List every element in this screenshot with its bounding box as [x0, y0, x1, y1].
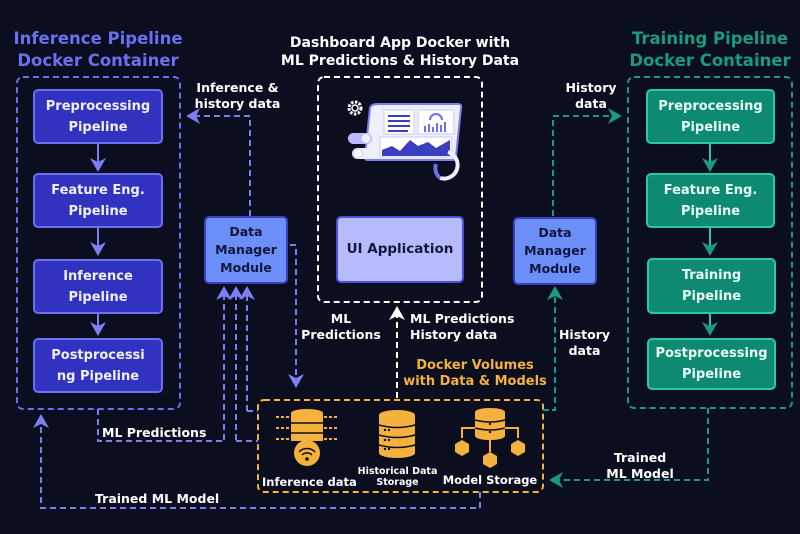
step-label: Pipeline	[681, 367, 742, 382]
inference-step-postprocessing[interactable]: Postprocessi ng Pipeline	[33, 338, 163, 393]
label-line: History data	[410, 327, 498, 342]
step-label: Pipeline	[680, 203, 741, 219]
step-label: Training	[681, 268, 742, 283]
inference-title-line2: Docker Container	[17, 51, 179, 70]
volume-label: Inference data	[262, 475, 357, 489]
volumes-title: Docker Volumes with Data & Models	[400, 358, 550, 390]
inference-step-feature-eng[interactable]: Feature Eng. Pipeline	[33, 173, 163, 228]
label-line: Trained ML Model	[95, 491, 220, 506]
ui-application-label: UI Application	[346, 241, 454, 257]
flow-trained-model-left	[33, 414, 481, 509]
database-network-icon	[455, 408, 525, 468]
label-line: data	[575, 96, 607, 111]
dashboard-title-line1: Dashboard App Docker with	[289, 35, 511, 51]
gear-icon	[347, 100, 363, 116]
label-line: Inference &	[196, 80, 279, 95]
step-label: Pipeline	[68, 203, 128, 219]
label-line: ML Predictions	[410, 311, 515, 326]
ui-application[interactable]: UI Application	[336, 216, 464, 283]
label-line: history data	[194, 96, 281, 111]
step-label: Postprocessing	[655, 346, 768, 361]
step-label: Preprocessing	[658, 98, 763, 114]
label-line: History	[565, 80, 617, 95]
dashboard-container-title: Dashboard App Docker with ML Predictions…	[270, 34, 530, 70]
step-label: ng Pipeline	[56, 368, 140, 384]
training-title-line2: Docker Container	[629, 51, 791, 70]
dm-label: Data	[538, 225, 572, 240]
label-ml-predictions-b: ML Predictions	[102, 425, 217, 441]
label-line: History	[558, 327, 611, 342]
label-line: data	[568, 343, 601, 358]
label-history-data-top: History data	[556, 80, 626, 112]
step-label: Inference	[63, 268, 133, 284]
flow-history-top	[552, 108, 622, 216]
volume-label: Storage	[376, 477, 419, 488]
volumes-container-border	[257, 399, 544, 493]
volume-historical-data[interactable]: Historical Data Storage	[355, 408, 440, 488]
flow-inference-history	[186, 108, 251, 216]
label-trained-model-left: Trained ML Model	[95, 491, 230, 507]
dm-label: Manager	[524, 243, 586, 258]
dashboard-title-line2: ML Predictions & History Data	[280, 53, 520, 69]
flow-trained-model-right	[549, 408, 709, 488]
volume-inference-data[interactable]: Inference data	[262, 408, 357, 489]
step-label: Pipeline	[68, 289, 128, 305]
step-label: Postprocessi	[51, 347, 145, 363]
step-label: Feature Eng.	[663, 182, 758, 198]
volumes-title-line2: with Data & Models	[403, 374, 547, 389]
volume-model-storage[interactable]: Model Storage	[440, 406, 540, 488]
step-label: Feature Eng.	[51, 182, 145, 198]
dashboard-tablet-icon	[347, 100, 463, 181]
flow-history-mid	[547, 286, 563, 411]
label-trained-model-right: Trained ML Model	[600, 450, 680, 482]
label-ml-predictions-a: ML Predictions	[300, 311, 382, 343]
step-label: Pipeline	[681, 289, 742, 304]
label-inference-history: Inference & history data	[190, 80, 285, 112]
step-label: Preprocessing	[45, 98, 151, 114]
training-step-feature-eng[interactable]: Feature Eng. Pipeline	[646, 173, 775, 228]
label-line: Trained	[613, 450, 667, 465]
dashboard-container-border	[317, 76, 483, 303]
step-label: Pipeline	[68, 119, 128, 135]
inference-title-line1: Inference Pipeline	[13, 29, 183, 48]
training-container-title: Training Pipeline Docker Container	[620, 28, 800, 72]
dm-label: Module	[220, 260, 272, 275]
training-title-line1: Training Pipeline	[631, 29, 789, 48]
volume-label: Model Storage	[442, 473, 538, 487]
label-ml-predictions-history: ML Predictions History data	[410, 311, 522, 343]
database-icon	[378, 410, 416, 458]
database-wifi-icon	[276, 409, 338, 466]
label-line: ML	[330, 311, 352, 326]
inference-container-title: Inference Pipeline Docker Container	[8, 28, 188, 72]
dm-label: Module	[529, 261, 581, 276]
flow-ml-predictions-bottom	[97, 409, 224, 442]
flow-ml-predictions-down	[288, 244, 304, 388]
label-line: Predictions	[301, 327, 381, 342]
label-history-data-mid: History data	[552, 327, 617, 359]
dm-label: Data	[229, 224, 263, 239]
training-container-border	[627, 76, 793, 409]
volume-label: Historical Data	[357, 466, 438, 477]
label-line: ML Model	[606, 466, 674, 481]
label-line: ML Predictions	[102, 425, 207, 440]
volume-label-block: Historical Data Storage	[355, 466, 440, 488]
volumes-title-line1: Docker Volumes	[416, 358, 534, 373]
dm-label: Manager	[215, 242, 277, 257]
step-label: Pipeline	[680, 119, 741, 135]
